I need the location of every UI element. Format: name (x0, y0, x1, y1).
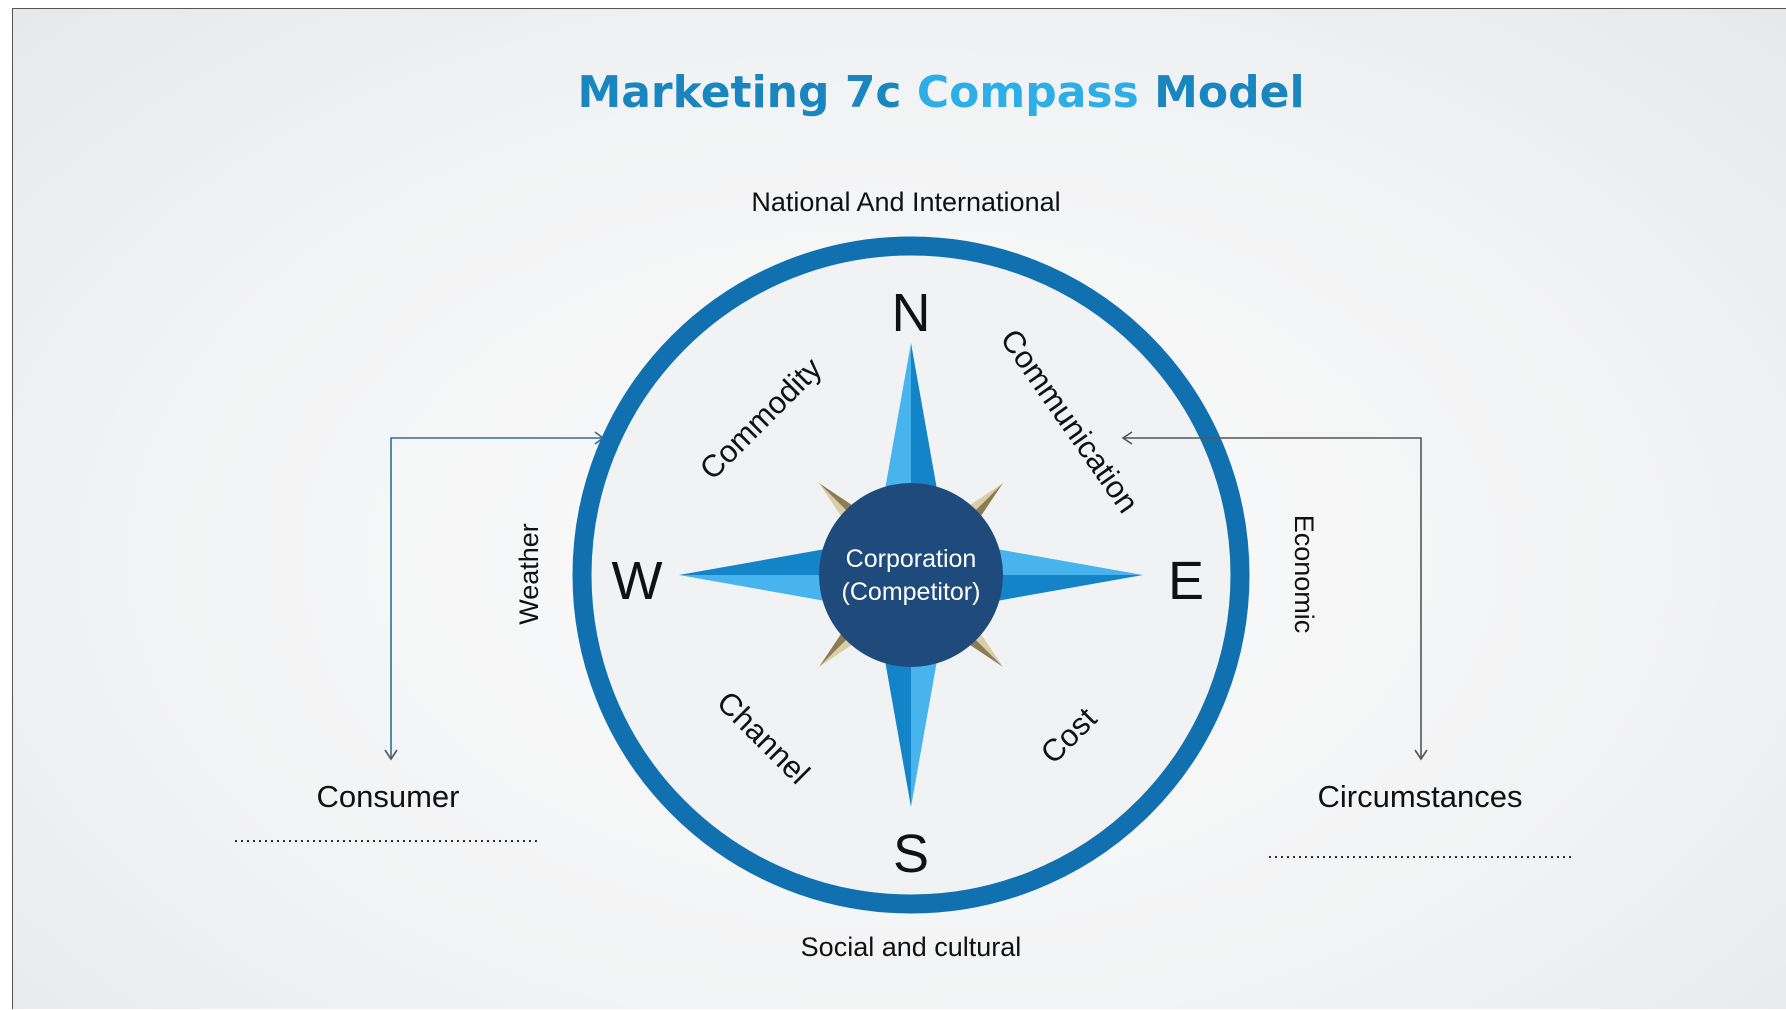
star-point-east (991, 548, 1143, 602)
compass-star (679, 343, 1143, 807)
side-label-circumstances: Circumstances (1318, 779, 1523, 814)
star-point-south (884, 655, 938, 807)
compass-diagram: Marketing 7c Compass Model National And … (235, 67, 1575, 962)
compass-hub (819, 483, 1003, 667)
compass-letter-n: N (892, 283, 931, 343)
star-point-west (679, 548, 831, 602)
star-point-north (884, 343, 938, 495)
diagram-title: Marketing 7c Compass Model (577, 67, 1304, 118)
title-word-model: Model (1154, 67, 1304, 118)
connector-right (1121, 431, 1428, 761)
hub-label-corporation: Corporation (846, 545, 977, 573)
compass-letter-w: W (612, 551, 663, 611)
label-national-international: National And International (751, 187, 1060, 217)
compass-letter-s: S (893, 824, 929, 884)
title-word-marketing: Marketing (577, 67, 829, 118)
compass-letter-e: E (1168, 551, 1204, 611)
connector-left (384, 431, 605, 761)
side-label-consumer: Consumer (317, 779, 460, 814)
title-word-7c: 7c (845, 67, 902, 118)
label-weather: Weather (514, 523, 544, 625)
hub-label-competitor: (Competitor) (842, 578, 981, 606)
label-social-cultural: Social and cultural (801, 932, 1022, 962)
slide: Marketing 7c Compass Model National And … (12, 8, 1786, 1009)
title-word-compass: Compass (917, 67, 1139, 118)
label-economic: Economic (1289, 515, 1319, 634)
